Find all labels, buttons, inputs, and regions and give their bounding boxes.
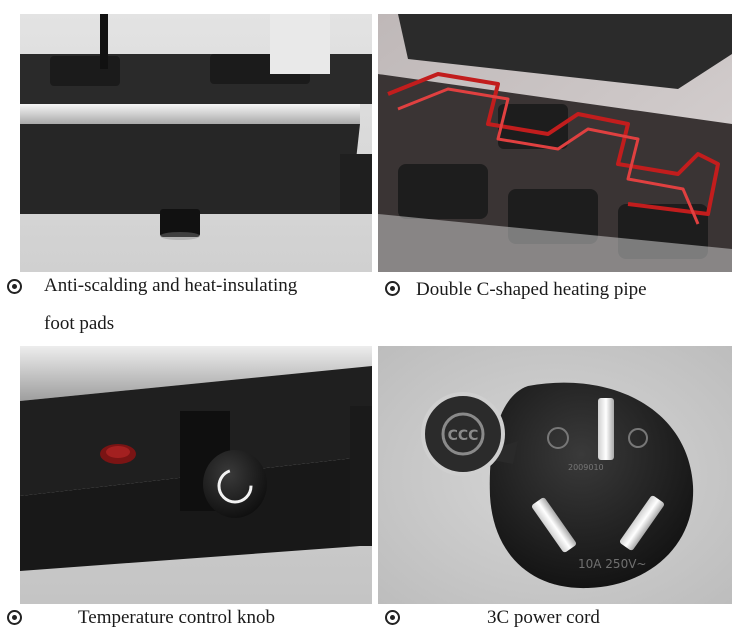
foot-pads-photo [20, 14, 372, 272]
knob-photo [20, 346, 372, 604]
heating-pipe-illustration [378, 14, 732, 272]
ccc-mark-text: CCC [448, 428, 479, 444]
foot-pads-illustration [20, 14, 372, 272]
heating-pipe-photo [378, 14, 732, 272]
power-cord-photo: CCC 2009010 10A 250V~ [378, 346, 732, 604]
caption-power-cord: 3C power cord [487, 607, 600, 628]
plug-code-text: 2009010 [568, 463, 604, 472]
caption-knob: Temperature control knob [78, 607, 276, 628]
bullet-icon [7, 610, 22, 625]
caption-foot-pads-line2: foot pads [44, 313, 115, 334]
caption-heating-pipe: Double C-shaped heating pipe [416, 279, 647, 300]
bullet-icon [385, 281, 400, 296]
power-plug-illustration: CCC 2009010 10A 250V~ [378, 346, 732, 604]
bullet-icon [7, 279, 22, 294]
bullet-icon [385, 610, 400, 625]
caption-foot-pads-line1: Anti-scalding and heat-insulating [44, 275, 298, 296]
plug-rating-text: 10A 250V~ [578, 557, 646, 571]
knob-illustration [20, 346, 372, 604]
